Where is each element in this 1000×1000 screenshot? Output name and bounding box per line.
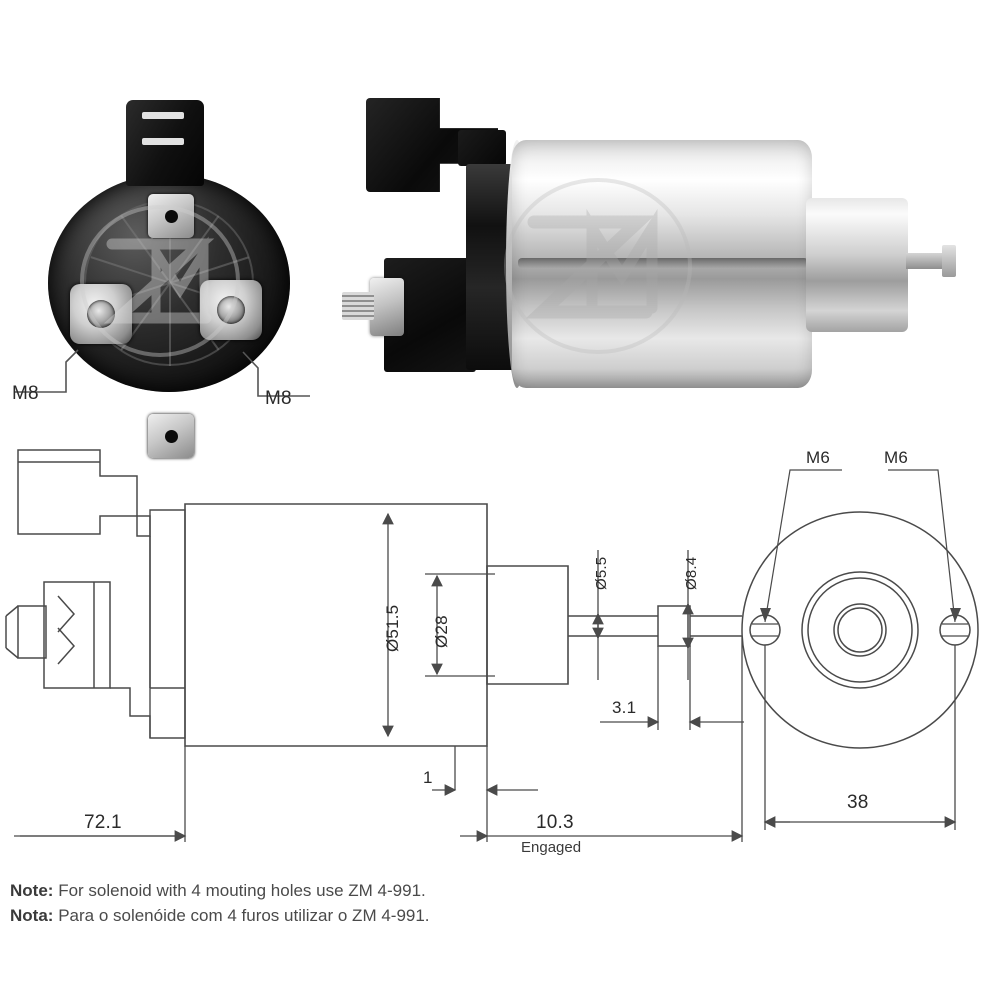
dimension-plunger-rod-diameter: Ø5.5 [593,556,610,590]
note-portuguese-prefix: Nota: [10,906,54,925]
mounting-hole-bottom [148,414,194,458]
dimension-nose-diameter: Ø28 [432,615,451,648]
dimension-plunger-head-thickness: 3.1 [612,698,637,717]
technical-drawing: Ø51.5 Ø28 Ø5.5 Ø8.4 3.1 1 72.1 10.3 Enga… [0,430,1000,870]
notes-block: Note: For solenoid with 4 mouting holes … [10,878,710,928]
thread-label-left: M6 [806,448,831,467]
m8-label-right: M8 [265,388,292,409]
solenoid-end-housing [48,174,290,458]
m8-leader-lines [14,349,310,397]
connector-tab [126,100,204,186]
dimension-hole-spacing: 38 [847,792,869,813]
connector-housing-tail [458,130,506,166]
thread-label-right: M6 [884,448,909,467]
terminal-stud-right [200,280,262,340]
solenoid-side-view-photo [340,90,1000,420]
solenoid-end-view-photo [20,90,320,458]
terminal-stud-left [70,284,132,344]
note-english: Note: For solenoid with 4 mouting holes … [10,878,710,903]
m8-label-left: M8 [12,383,39,404]
note-portuguese-text: Para o solenóide com 4 furos utilizar o … [58,906,430,925]
plunger-head [942,245,956,277]
terminal-stud [342,292,374,320]
dimension-body-length: 72.1 [84,812,122,833]
note-english-text: For solenoid with 4 mouting holes use ZM… [58,881,426,900]
solenoid-nose [806,198,908,332]
barrel-seam [518,258,808,268]
dimension-plunger-head-diameter: Ø8.4 [683,556,700,590]
dimension-plunger-travel: 10.3 [536,812,574,833]
plunger-shaft [906,253,948,269]
dimension-body-diameter: Ø51.5 [383,604,402,652]
engaged-note: Engaged [521,839,582,856]
terminal-nut [370,278,404,336]
dimension-step-width: 1 [423,768,433,787]
mounting-hole-top [148,194,194,238]
note-english-prefix: Note: [10,881,54,900]
note-portuguese: Nota: Para o solenóide com 4 furos utili… [10,903,710,928]
